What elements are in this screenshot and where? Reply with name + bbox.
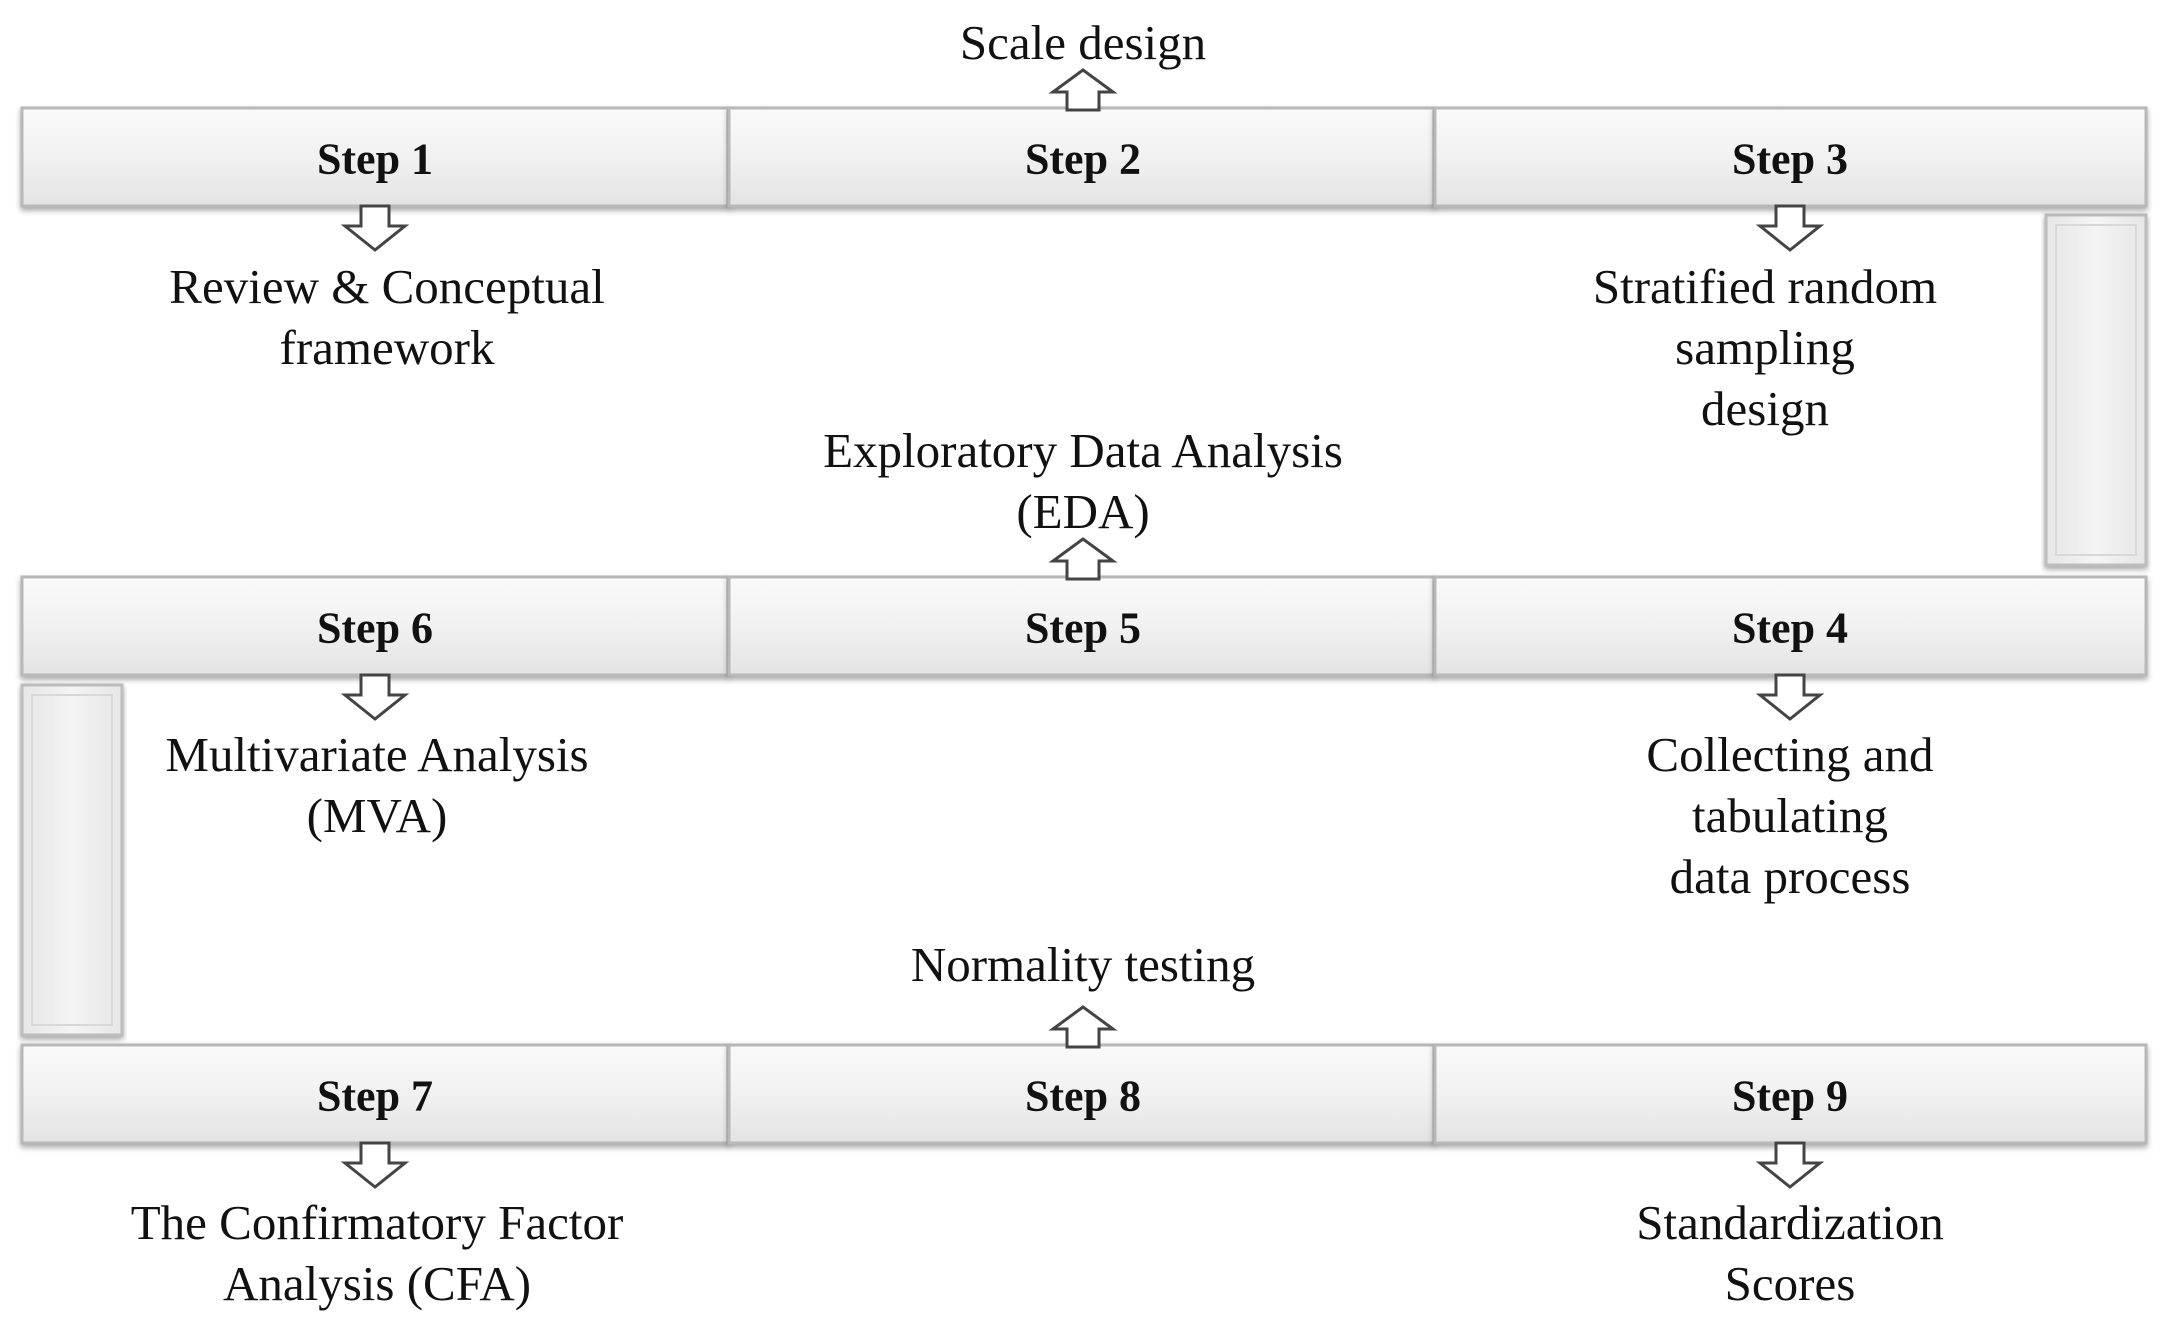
- step-box-4: Step 4: [1433, 575, 2148, 677]
- step-label-1: Step 1: [317, 135, 433, 184]
- connector-step3-step4: [2044, 213, 2148, 567]
- step-box-7: Step 7: [20, 1043, 730, 1145]
- step-box-2: Step 2: [727, 106, 1436, 208]
- step-box-1: Step 1: [20, 106, 730, 208]
- hollow-arrow-up-icon: [1048, 537, 1118, 581]
- hollow-arrow-down-icon: [340, 204, 410, 252]
- step-3-note: Stratified random sampling design: [1592, 259, 1938, 436]
- step-1-note: Review & Conceptual framework: [169, 259, 605, 375]
- row-2: Step 6 Step 5 Step 4: [20, 575, 2148, 677]
- step-label-5: Step 5: [1025, 604, 1141, 653]
- step-label-7: Step 7: [317, 1072, 433, 1121]
- row-1: Step 1 Step 2 Step 3: [20, 106, 2148, 208]
- step-6-note: Multivariate Analysis (MVA): [165, 727, 589, 843]
- hollow-arrow-down-icon: [1755, 673, 1825, 721]
- hollow-arrow-up-icon: [1048, 68, 1118, 112]
- step-7-note: The Confirmatory Factor Analysis (CFA): [130, 1195, 624, 1311]
- step-5-note: Exploratory Data Analysis (EDA): [823, 423, 1343, 539]
- row-3: Step 7 Step 8 Step 9: [20, 1043, 2148, 1145]
- step-label-8: Step 8: [1025, 1072, 1141, 1121]
- step-8-note: Normality testing: [910, 937, 1256, 992]
- hollow-arrow-down-icon: [340, 673, 410, 721]
- step-9-note: Standardization Scores: [1636, 1195, 1944, 1311]
- connector-step6-step7: [20, 683, 124, 1037]
- hollow-arrow-down-icon: [1755, 204, 1825, 252]
- hollow-arrow-down-icon: [340, 1141, 410, 1189]
- step-box-5: Step 5: [727, 575, 1436, 677]
- step-2-note: Scale design: [959, 15, 1207, 70]
- step-label-4: Step 4: [1732, 604, 1848, 653]
- step-box-3: Step 3: [1433, 106, 2148, 208]
- step-label-2: Step 2: [1025, 135, 1141, 184]
- step-box-8: Step 8: [727, 1043, 1436, 1145]
- hollow-arrow-down-icon: [1755, 1141, 1825, 1189]
- step-box-6: Step 6: [20, 575, 730, 677]
- step-label-3: Step 3: [1732, 135, 1848, 184]
- step-4-note: Collecting and tabulating data process: [1646, 727, 1934, 904]
- step-box-9: Step 9: [1433, 1043, 2148, 1145]
- step-label-9: Step 9: [1732, 1072, 1848, 1121]
- hollow-arrow-up-icon: [1048, 1005, 1118, 1049]
- step-label-6: Step 6: [317, 604, 433, 653]
